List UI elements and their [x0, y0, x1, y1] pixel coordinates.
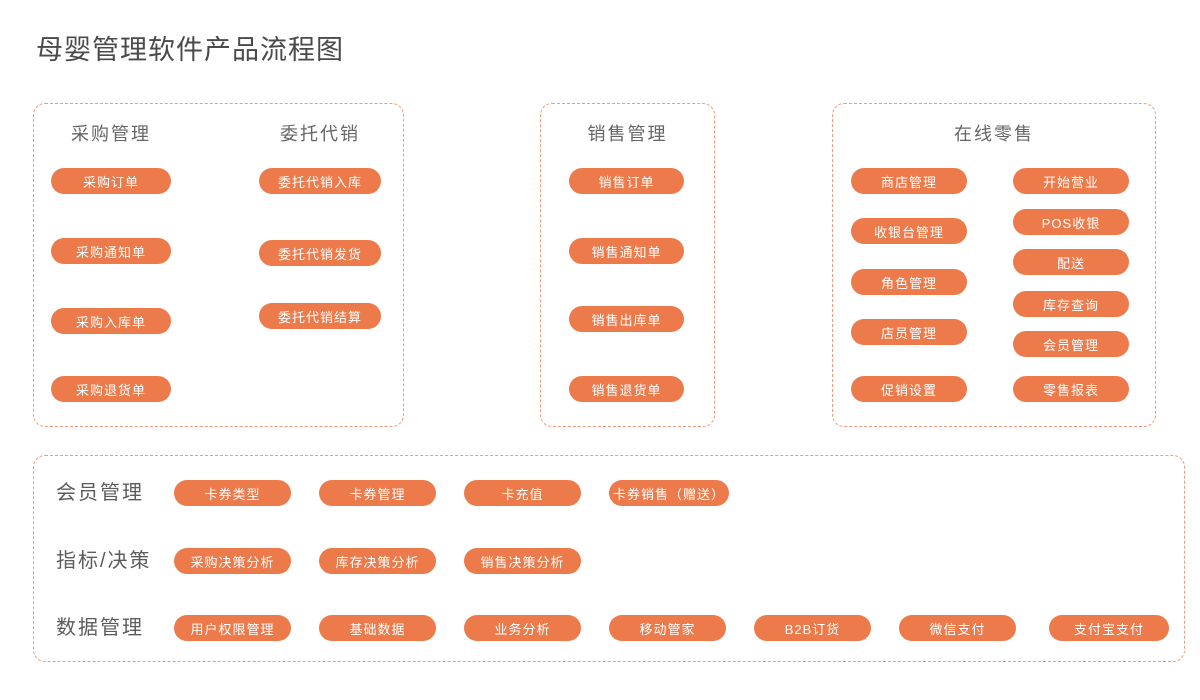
- consignment-header: 委托代销: [280, 124, 360, 144]
- pill: 采购订单: [51, 168, 171, 194]
- pill: 收银台管理: [851, 218, 967, 244]
- pill: 配送: [1013, 249, 1129, 275]
- pill: 移动管家: [609, 615, 726, 641]
- bottom-panel: 会员管理 卡券类型 卡券管理 卡充值 卡券销售（赠送） 指标/决策 采购决策分析…: [33, 455, 1185, 662]
- pill: 商店管理: [851, 168, 967, 194]
- pill: 零售报表: [1013, 376, 1129, 402]
- pill: POS收银: [1013, 209, 1129, 235]
- procurement-consignment-panel: 采购管理 委托代销 采购订单 采购通知单 采购入库单 采购退货单 委托代销入库 …: [33, 103, 404, 427]
- pill: 业务分析: [464, 615, 581, 641]
- sales-panel: 销售管理 销售订单 销售通知单 销售出库单 销售退货单: [540, 103, 715, 427]
- pill: B2B订货: [754, 615, 871, 641]
- pill: 采购入库单: [51, 308, 171, 334]
- pill: 用户权限管理: [174, 615, 291, 641]
- pill: 促销设置: [851, 376, 967, 402]
- pill: 库存决策分析: [319, 548, 436, 574]
- pill: 开始营业: [1013, 168, 1129, 194]
- pill: 采购决策分析: [174, 548, 291, 574]
- pill: 采购退货单: [51, 376, 171, 402]
- pill: 卡券管理: [319, 480, 436, 506]
- pill: 店员管理: [851, 319, 967, 345]
- pill: 支付宝支付: [1049, 615, 1169, 641]
- pill: 委托代销结算: [259, 303, 381, 329]
- pill: 委托代销入库: [259, 168, 381, 194]
- row-label-data: 数据管理: [56, 617, 144, 639]
- pill: 采购通知单: [51, 238, 171, 264]
- pill: 委托代销发货: [259, 240, 381, 266]
- pill: 销售订单: [569, 168, 684, 194]
- sales-header: 销售管理: [587, 124, 668, 144]
- pill: 角色管理: [851, 269, 967, 295]
- online-retail-panel: 在线零售 商店管理 收银台管理 角色管理 店员管理 促销设置 开始营业 POS收…: [832, 103, 1156, 427]
- row-label-membership: 会员管理: [56, 482, 144, 504]
- pill: 库存查询: [1013, 291, 1129, 317]
- pill: 卡券销售（赠送）: [609, 480, 729, 506]
- pill: 基础数据: [319, 615, 436, 641]
- pill: 会员管理: [1013, 331, 1129, 357]
- pill: 微信支付: [899, 615, 1016, 641]
- pill: 销售出库单: [569, 306, 684, 332]
- page-title: 母婴管理软件产品流程图: [36, 35, 344, 65]
- online-retail-header: 在线零售: [954, 124, 1034, 144]
- procurement-header: 采购管理: [71, 124, 151, 144]
- pill: 卡券类型: [174, 480, 291, 506]
- row-label-decision: 指标/决策: [56, 550, 152, 572]
- pill: 销售通知单: [569, 238, 684, 264]
- pill: 销售退货单: [569, 376, 684, 402]
- pill: 销售决策分析: [464, 548, 581, 574]
- pill: 卡充值: [464, 480, 581, 506]
